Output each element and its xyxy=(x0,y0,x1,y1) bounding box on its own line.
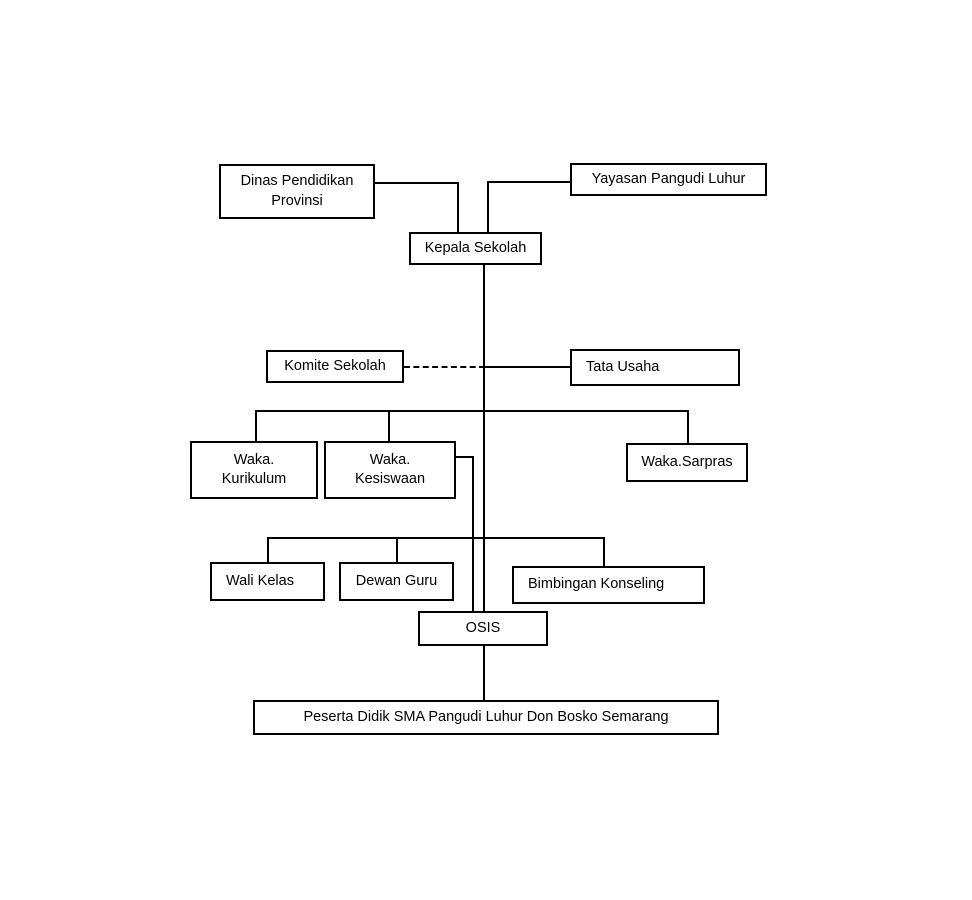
connector-kesiswaan-side-h xyxy=(456,456,474,458)
node-dinas-pendidikan-provinsi[interactable]: Dinas Pendidikan Provinsi xyxy=(219,164,375,219)
connector-osis-to-peserta xyxy=(483,646,485,701)
node-kepala-sekolah[interactable]: Kepala Sekolah xyxy=(409,232,542,265)
connector-bimbingan-drop xyxy=(603,537,605,567)
node-waka-sarpras[interactable]: Waka.Sarpras xyxy=(626,443,748,482)
node-tata-usaha[interactable]: Tata Usaha xyxy=(570,349,740,386)
connector-dewan-guru-drop xyxy=(396,537,398,563)
connector-dinas-to-kepala-h xyxy=(375,182,459,184)
node-yayasan-pangudi-luhur[interactable]: Yayasan Pangudi Luhur xyxy=(570,163,767,196)
connector-waka-bus xyxy=(255,410,689,412)
node-bimbingan-konseling[interactable]: Bimbingan Konseling xyxy=(512,566,705,604)
connector-yayasan-to-kepala-h xyxy=(487,181,571,183)
connector-bottom-bus xyxy=(267,537,605,539)
node-komite-sekolah[interactable]: Komite Sekolah xyxy=(266,350,404,383)
node-osis[interactable]: OSIS xyxy=(418,611,548,646)
node-wali-kelas[interactable]: Wali Kelas xyxy=(210,562,325,601)
node-dewan-guru[interactable]: Dewan Guru xyxy=(339,562,454,601)
connector-waka-kesiswaan-drop xyxy=(388,410,390,442)
connector-dinas-to-kepala-v xyxy=(457,182,459,234)
connector-komite-dashed xyxy=(404,366,485,368)
connector-waka-kurikulum-drop xyxy=(255,410,257,442)
connector-kepala-spine xyxy=(483,264,485,614)
node-waka-kurikulum[interactable]: Waka. Kurikulum xyxy=(190,441,318,499)
connector-yayasan-to-kepala-v xyxy=(487,181,489,234)
connector-tata-usaha-connector xyxy=(484,366,572,368)
connector-wali-kelas-drop xyxy=(267,537,269,563)
connector-kesiswaan-to-osis-v xyxy=(472,456,474,612)
node-peserta-didik[interactable]: Peserta Didik SMA Pangudi Luhur Don Bosk… xyxy=(253,700,719,735)
node-waka-kesiswaan[interactable]: Waka. Kesiswaan xyxy=(324,441,456,499)
connector-waka-sarpras-drop xyxy=(687,410,689,444)
